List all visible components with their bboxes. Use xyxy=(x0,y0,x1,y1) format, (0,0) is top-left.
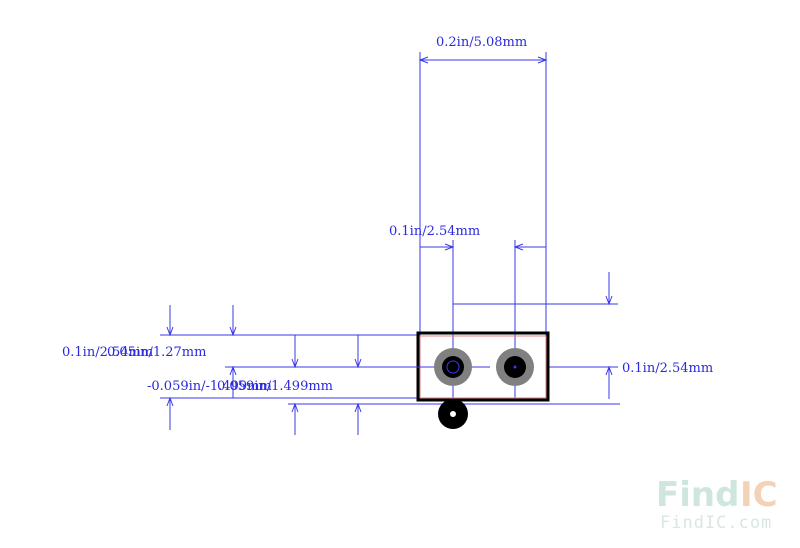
pin-1-indicator xyxy=(438,399,468,429)
footprint-body xyxy=(348,331,550,429)
arrow-down xyxy=(605,295,613,306)
dim-b-arrow-down xyxy=(229,326,237,337)
arrow-up xyxy=(605,365,613,376)
pin-offset-right-label: 0.1in/2.54mm xyxy=(622,361,713,376)
dim-a-label: 0.1in/2.54mm xyxy=(62,345,153,360)
arrow-right xyxy=(537,56,548,64)
watermark-logo-ic: IC xyxy=(740,475,778,515)
left-vertical-dimensions: 0.1in/2.54mm 0.05in/1.27mm -0.059in/-1.4… xyxy=(62,305,620,435)
dim-c-arrow-up xyxy=(291,402,299,413)
dim-d-label: 0.059in/1.499mm xyxy=(217,379,333,394)
pad-2-center-mark xyxy=(513,365,517,369)
dim-c-label: -0.059in/-1.499mm xyxy=(147,379,272,394)
pin-pitch-dimension: 0.1in/2.54mm xyxy=(389,224,546,400)
pad-2 xyxy=(496,348,534,386)
watermark: Find IC FindIC.com xyxy=(656,475,778,533)
overall-width-label: 0.2in/5.08mm xyxy=(436,35,527,50)
overall-width-dimension: 0.2in/5.08mm xyxy=(418,35,548,400)
watermark-url: FindIC.com xyxy=(660,513,772,533)
dim-c-arrow-down xyxy=(291,358,299,369)
pin-1-indicator-center xyxy=(450,411,456,417)
dim-d-arrow-up xyxy=(354,402,362,413)
arrow-left xyxy=(418,56,429,64)
dim-a-arrow-down xyxy=(166,326,174,337)
pad-1-center-mark xyxy=(446,360,460,374)
watermark-logo-find: Find xyxy=(656,475,739,515)
dim-b-arrow-up xyxy=(229,365,237,376)
right-vertical-dimension: 0.1in/2.54mm xyxy=(453,272,713,399)
arrow-pitch-right xyxy=(513,243,524,251)
dim-a-arrow-up xyxy=(166,396,174,407)
pad-1 xyxy=(434,348,472,386)
pad-1-hole xyxy=(442,356,464,378)
arrow-pitch-left xyxy=(444,243,455,251)
dim-b-label: 0.05in/1.27mm xyxy=(107,345,206,360)
pin-pitch-label: 0.1in/2.54mm xyxy=(389,224,480,239)
